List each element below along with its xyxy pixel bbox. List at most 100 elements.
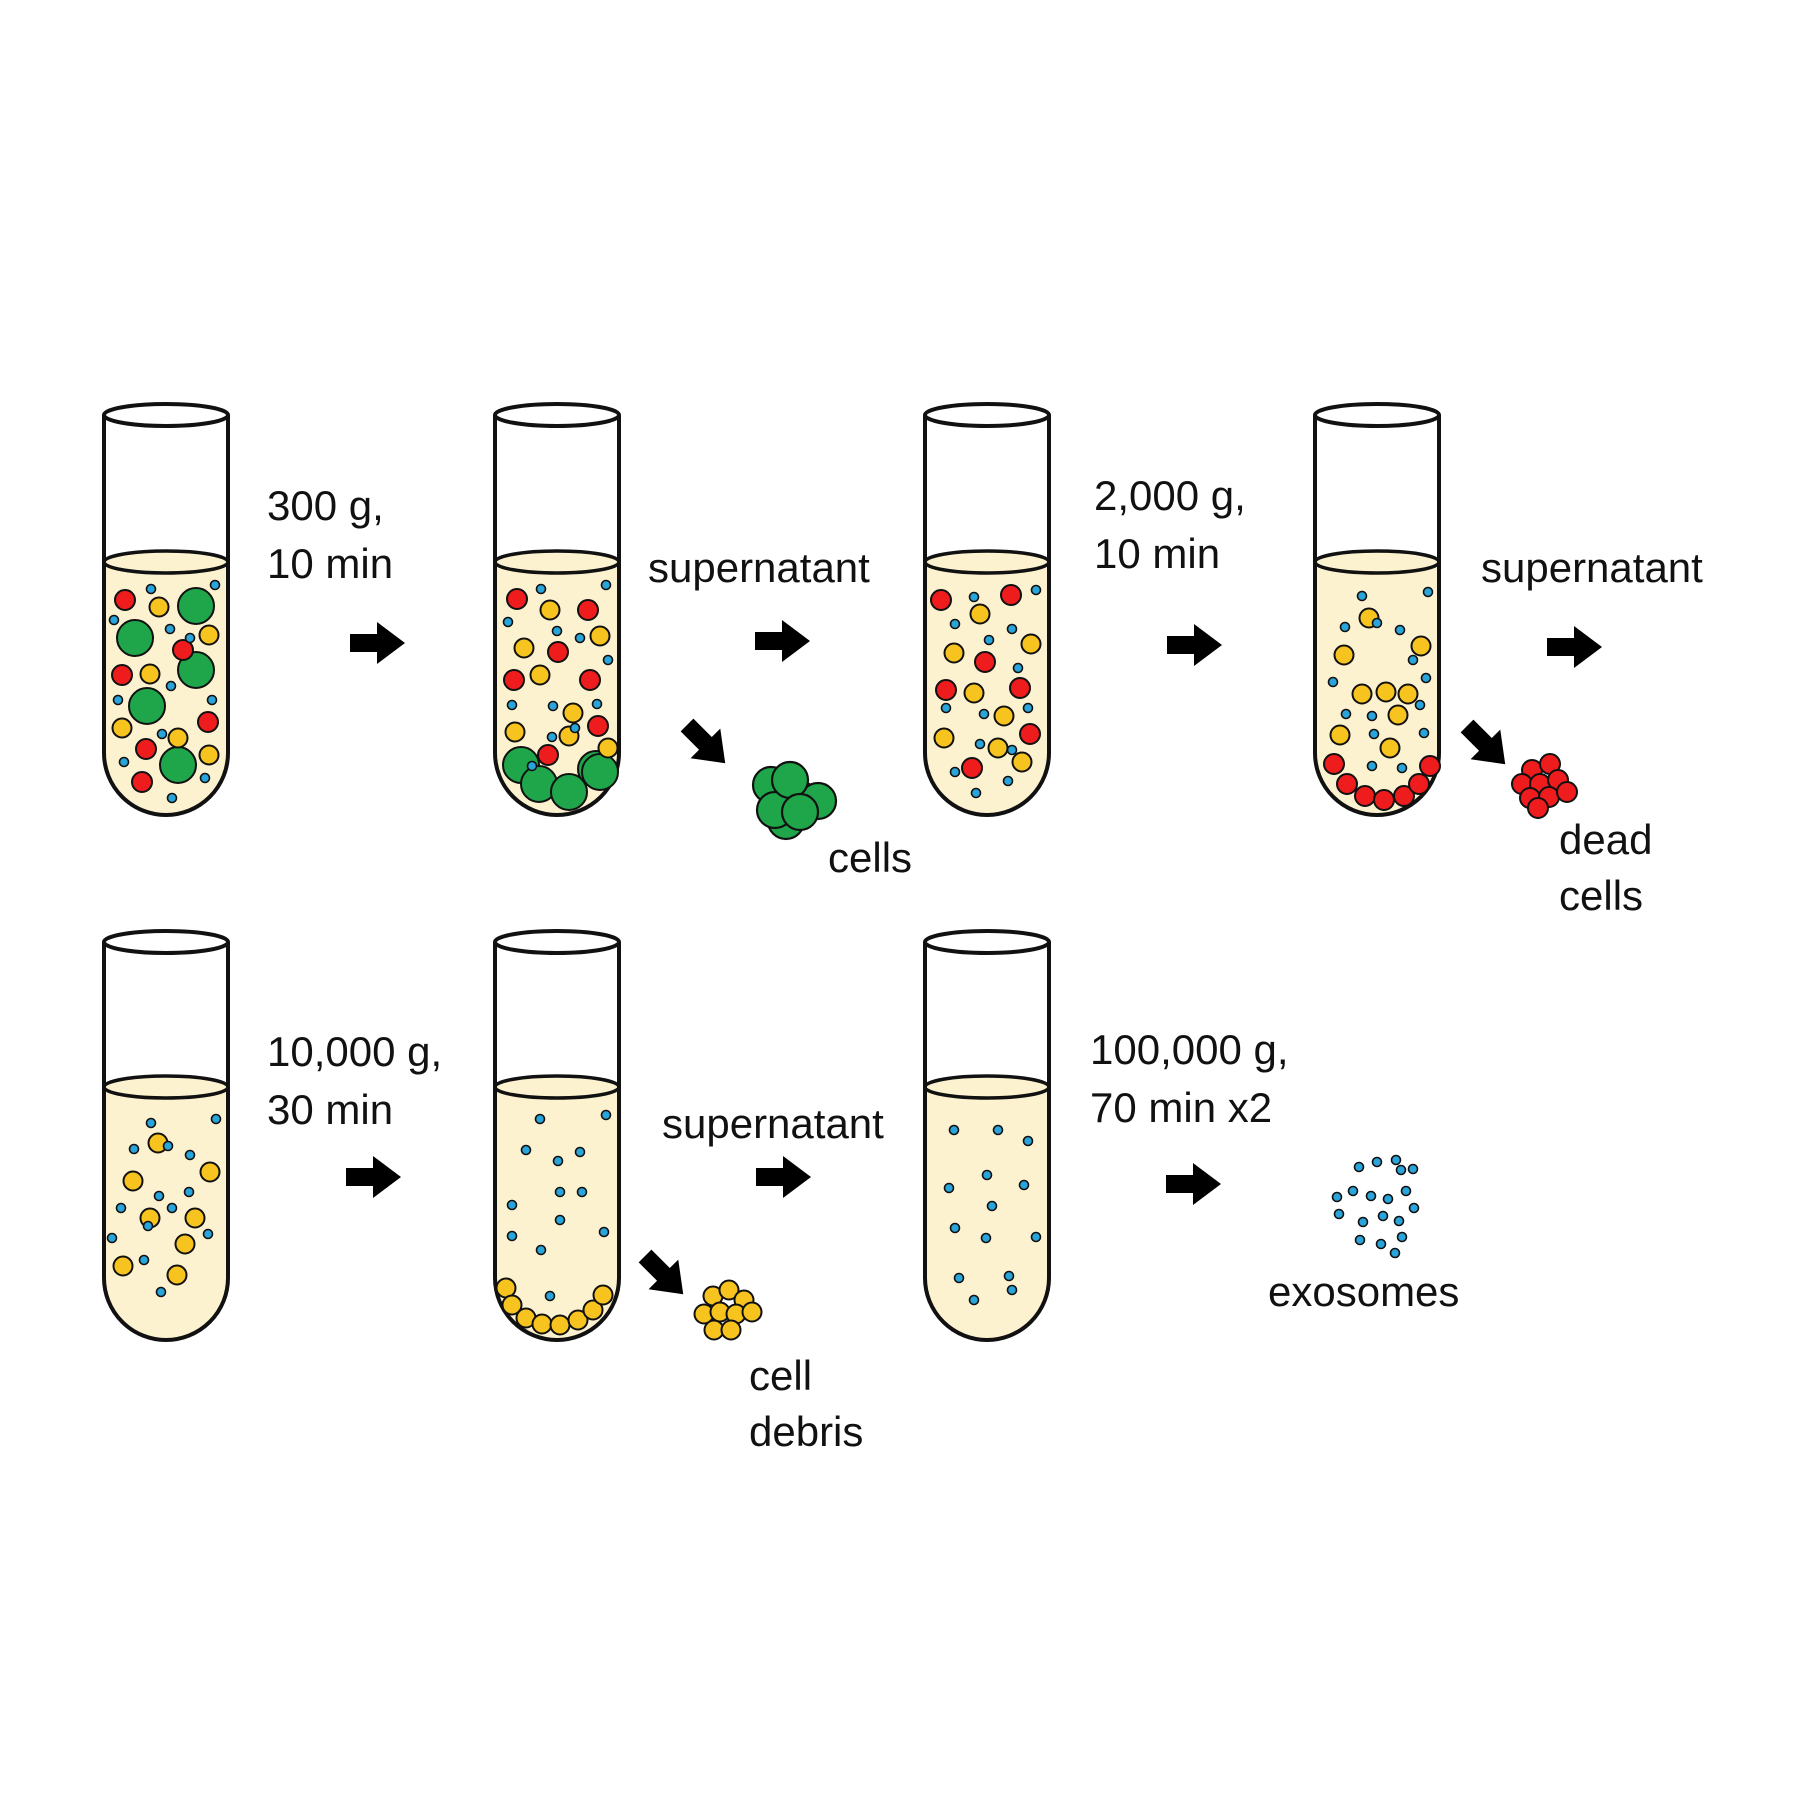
exosome-particle — [1022, 1135, 1034, 1147]
debris-particle — [513, 637, 535, 659]
tube-wall — [923, 415, 1051, 817]
exosome-particle — [602, 654, 614, 666]
dead-cell-particle — [1009, 677, 1031, 699]
debris-particle — [529, 664, 551, 686]
exosome-particle — [1357, 1216, 1369, 1228]
debris-particle — [589, 625, 611, 647]
dead-cell-particle — [1323, 753, 1345, 775]
particles-layer — [106, 579, 1578, 1341]
dead-cell-particle — [506, 588, 528, 610]
exosome-particle — [156, 728, 168, 740]
step3-pellet-line1: cell — [749, 1352, 812, 1399]
exosome-particle — [1407, 654, 1419, 666]
exosome-particle — [166, 1202, 178, 1214]
tube-rim — [923, 929, 1051, 955]
exosome-particle — [943, 1182, 955, 1194]
dead-cell-particle — [1393, 785, 1415, 807]
exosome-particle — [1022, 702, 1034, 714]
dead-cell-particle — [197, 711, 219, 733]
step2-pellet-line1: dead — [1559, 816, 1652, 863]
down-right-arrow-icon — [638, 1249, 684, 1295]
exosome-particle — [1393, 1215, 1405, 1227]
debris-particle — [1351, 683, 1373, 705]
exosome-particle — [165, 680, 177, 692]
tube-icon — [102, 929, 230, 1342]
labels-layer: 300 g, 10 min supernatant cells 2,000 g,… — [267, 472, 1703, 1455]
exosome-particle — [520, 1144, 532, 1156]
step1-condition-line1: 300 g, — [267, 482, 384, 529]
exosome-particle — [1407, 1163, 1419, 1175]
debris-particle — [504, 721, 526, 743]
debris-particle — [167, 727, 189, 749]
right-arrow-icon — [756, 1156, 811, 1198]
debris-particle — [720, 1319, 742, 1341]
exosome-particle — [569, 722, 581, 734]
exosome-particle — [1333, 1208, 1345, 1220]
exosome-particle — [506, 1230, 518, 1242]
debris-particle — [1020, 633, 1042, 655]
right-arrow-icon — [1167, 624, 1222, 666]
right-arrow-icon — [1547, 626, 1602, 668]
exosome-particle — [535, 583, 547, 595]
dead-cell-particle — [114, 589, 136, 611]
arrows-layer — [346, 620, 1602, 1295]
debris-particle — [597, 737, 619, 759]
exosome-particle — [974, 738, 986, 750]
liquid-surface — [1313, 549, 1441, 575]
debris-particle — [198, 624, 220, 646]
exosome-particle — [949, 618, 961, 630]
exosome-particle — [600, 579, 612, 591]
exosome-particle — [1408, 1202, 1420, 1214]
step2-condition-line2: 10 min — [1094, 530, 1220, 577]
down-right-arrow-icon — [1460, 719, 1506, 765]
cell-particle — [780, 792, 820, 832]
debris-particle — [1375, 681, 1397, 703]
debris-particle — [718, 1279, 740, 1301]
exosome-particle — [1422, 586, 1434, 598]
dead-cell-particle — [1354, 785, 1376, 807]
dead-cell-particle — [579, 669, 601, 691]
exosome-particle — [980, 1232, 992, 1244]
debris-particle — [741, 1301, 763, 1323]
tube-rim — [102, 402, 230, 428]
liquid-surface — [923, 549, 1051, 575]
exosome-particle — [206, 694, 218, 706]
exosome-particle — [153, 1190, 165, 1202]
dead-cell-particle — [587, 715, 609, 737]
exosome-particle — [546, 731, 558, 743]
exosome-particle — [1394, 624, 1406, 636]
tube-rim — [493, 929, 621, 955]
down-right-arrow-icon — [680, 718, 726, 764]
exosome-particle — [600, 1109, 612, 1121]
dead-cell-particle — [503, 669, 525, 691]
step1-supernatant-label: supernatant — [648, 544, 870, 591]
dead-cell-particle — [974, 651, 996, 673]
debris-particle — [539, 599, 561, 621]
dead-cell-particle — [930, 589, 952, 611]
exosome-particle — [574, 632, 586, 644]
exosome-particle — [1375, 1238, 1387, 1250]
step3-pellet-line2: debris — [749, 1408, 863, 1455]
exosome-particle — [1390, 1154, 1402, 1166]
exosome-particle — [1339, 621, 1351, 633]
debris-particle — [531, 1313, 553, 1335]
cell-particle — [128, 687, 166, 725]
exosome-particle — [968, 1294, 980, 1306]
debris-particle — [567, 1309, 589, 1331]
debris-particle — [969, 603, 991, 625]
debris-particle — [993, 705, 1015, 727]
exosome-particle — [184, 1149, 196, 1161]
debris-particle — [112, 1255, 134, 1277]
debris-particle — [139, 663, 161, 685]
right-arrow-icon — [346, 1156, 401, 1198]
debris-particle — [943, 642, 965, 664]
exosome-particle — [1347, 1185, 1359, 1197]
exosome-particle — [948, 1124, 960, 1136]
exosome-particle — [166, 792, 178, 804]
debris-particle — [592, 1284, 614, 1306]
exosome-particle — [1365, 1190, 1377, 1202]
exosome-particle — [106, 1232, 118, 1244]
right-arrow-icon — [755, 620, 810, 662]
